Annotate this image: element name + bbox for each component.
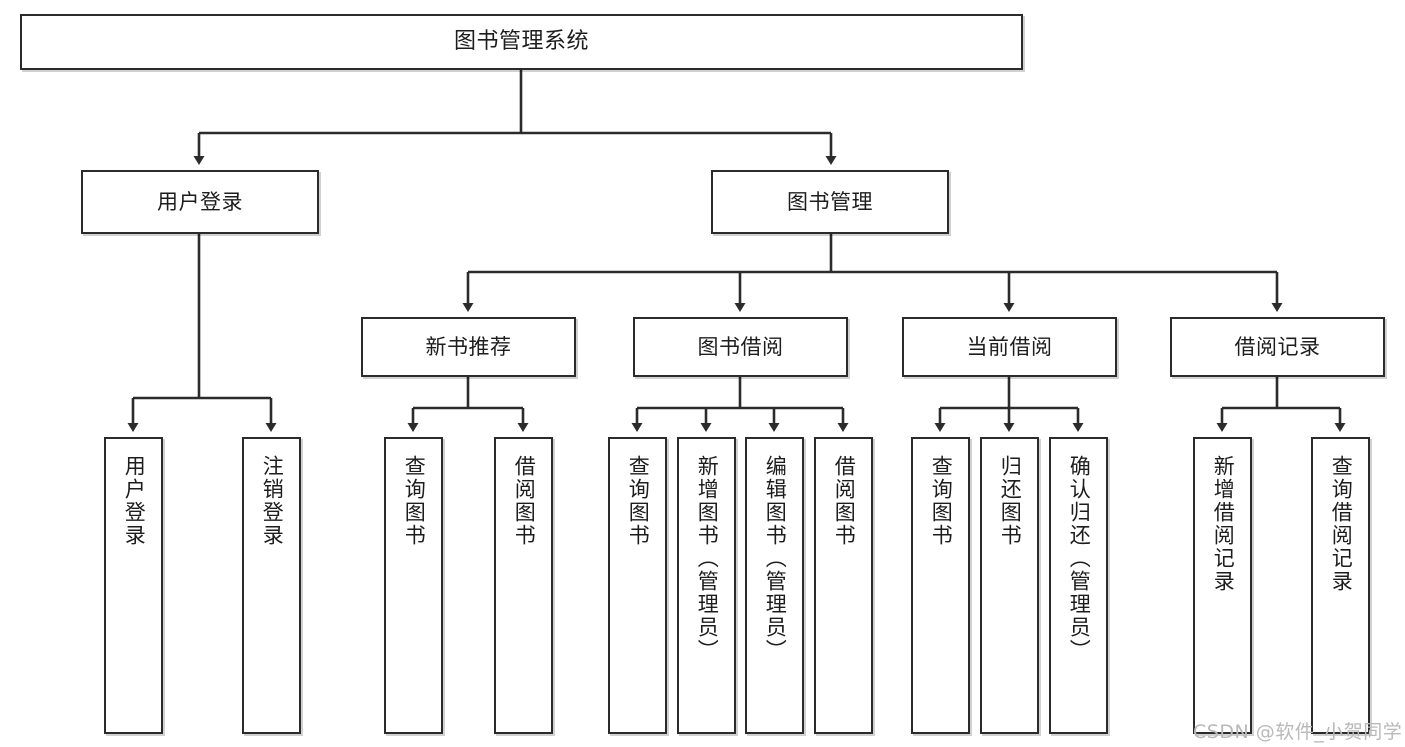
node-label: 借阅图书 (512, 455, 537, 547)
leaf-add-borrow-record[interactable]: 新增借阅记录 (1193, 437, 1252, 734)
leaf-edit-book-admin[interactable]: 编辑图书（管理员） (745, 437, 804, 734)
node-borrow-record[interactable]: 借阅记录 (1170, 317, 1385, 377)
leaf-return-book[interactable]: 归还图书 (980, 437, 1039, 734)
node-label: 借阅记录 (1234, 334, 1321, 359)
node-label: 查询图书 (929, 455, 954, 547)
leaf-query-borrow-record[interactable]: 查询借阅记录 (1311, 437, 1370, 734)
node-root-book-management-system[interactable]: 图书管理系统 (20, 14, 1023, 70)
node-label: 用户登录 (157, 189, 243, 214)
node-book-borrow[interactable]: 图书借阅 (633, 317, 848, 377)
node-label: 当前借阅 (966, 334, 1053, 359)
node-user-login[interactable]: 用户登录 (81, 170, 319, 234)
leaf-logout[interactable]: 注销登录 (242, 437, 301, 734)
leaf-confirm-return-admin[interactable]: 确认归还（管理员） (1049, 437, 1108, 734)
node-label: 新书推荐 (425, 334, 512, 359)
node-label: 图书管理系统 (453, 29, 589, 55)
node-label: 查询图书 (626, 455, 651, 547)
node-label: 查询借阅记录 (1329, 455, 1354, 593)
node-book-management[interactable]: 图书管理 (711, 170, 949, 234)
node-label: 归还图书 (998, 455, 1023, 547)
node-label: 用户登录 (122, 455, 147, 547)
node-label: 借阅图书 (832, 455, 857, 547)
node-current-borrow[interactable]: 当前借阅 (902, 317, 1117, 377)
node-label: 确认归还（管理员） (1067, 455, 1092, 662)
node-label: 新增借阅记录 (1211, 455, 1236, 593)
node-label: 图书管理 (787, 189, 873, 214)
node-new-book-recommend[interactable]: 新书推荐 (361, 317, 576, 377)
node-label: 编辑图书（管理员） (763, 455, 788, 662)
watermark-text: CSDN @软件_小贺同学 (1193, 721, 1403, 743)
node-label: 注销登录 (260, 455, 285, 547)
leaf-user-login[interactable]: 用户登录 (104, 437, 163, 734)
leaf-query-book-recommend[interactable]: 查询图书 (384, 437, 443, 734)
leaf-borrow-book[interactable]: 借阅图书 (814, 437, 873, 734)
node-label: 图书借阅 (697, 334, 784, 359)
leaf-query-book-current[interactable]: 查询图书 (911, 437, 970, 734)
leaf-query-book-borrow[interactable]: 查询图书 (608, 437, 667, 734)
node-label: 新增图书（管理员） (695, 455, 720, 662)
leaf-add-book-admin[interactable]: 新增图书（管理员） (677, 437, 736, 734)
node-label: 查询图书 (402, 455, 427, 547)
leaf-borrow-book-recommend[interactable]: 借阅图书 (494, 437, 553, 734)
